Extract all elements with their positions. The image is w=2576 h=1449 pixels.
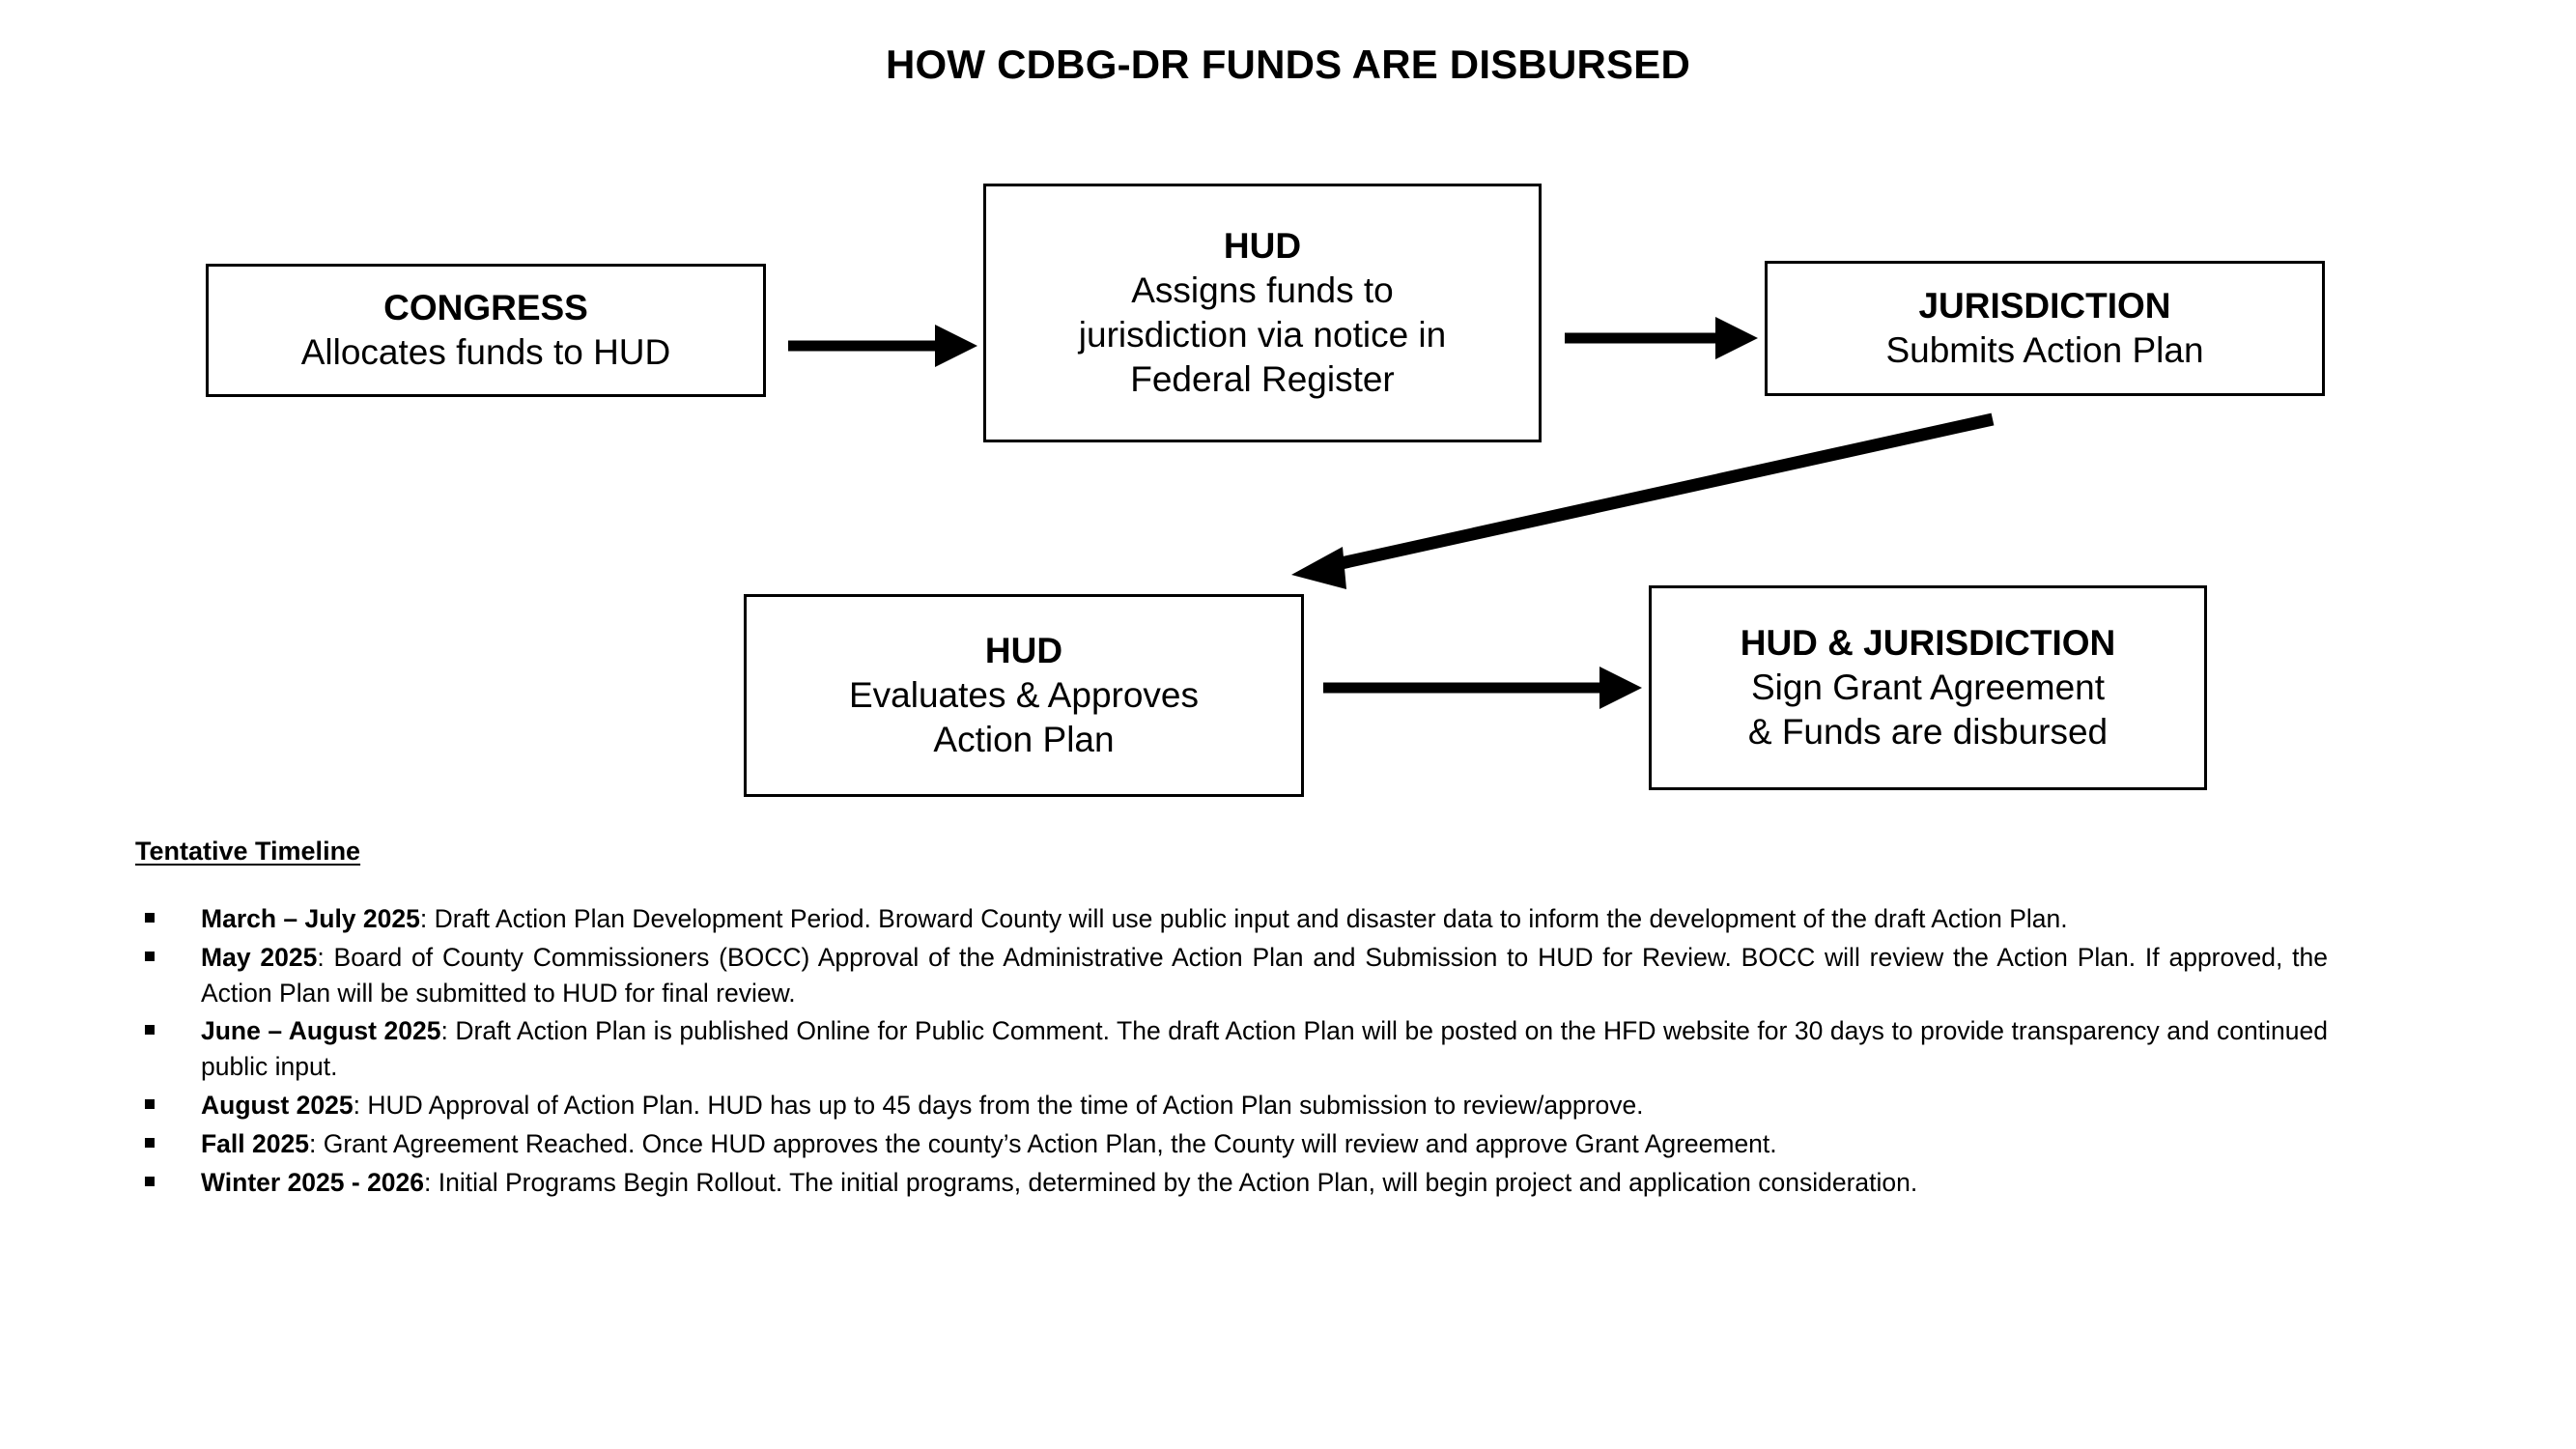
- bullet-square-icon: [145, 951, 155, 961]
- timeline-item-label: Winter 2025 - 2026: [201, 1167, 425, 1197]
- timeline-item: March – July 2025: Draft Action Plan Dev…: [135, 901, 2328, 937]
- flow-box-hud-evaluates: HUD Evaluates & Approves Action Plan: [744, 594, 1304, 797]
- timeline-heading: Tentative Timeline: [135, 837, 361, 866]
- flow-box-hud-and-jurisdiction-heading: HUD & JURISDICTION: [1740, 623, 2116, 664]
- timeline-item: May 2025: Board of County Commissioners …: [135, 940, 2328, 1011]
- timeline-list: March – July 2025: Draft Action Plan Dev…: [135, 901, 2328, 1201]
- flow-box-hud-assigns: HUD Assigns funds to jurisdiction via no…: [983, 184, 1542, 442]
- tentative-timeline-section: Tentative Timeline March – July 2025: Dr…: [135, 837, 2328, 1204]
- bullet-square-icon: [145, 913, 155, 923]
- bullet-square-icon: [145, 1137, 155, 1148]
- flow-box-hud-evaluates-line-2: Action Plan: [933, 719, 1115, 759]
- timeline-item-separator: :: [308, 1128, 324, 1158]
- timeline-item-text: Draft Action Plan is published Online fo…: [201, 1016, 2328, 1082]
- timeline-item-separator: :: [424, 1167, 439, 1197]
- timeline-item-separator: :: [353, 1091, 368, 1121]
- timeline-item: August 2025: HUD Approval of Action Plan…: [135, 1088, 2328, 1123]
- timeline-item-separator: :: [419, 904, 435, 933]
- timeline-item-text: HUD Approval of Action Plan. HUD has up …: [367, 1091, 1644, 1121]
- flow-box-hud-and-jurisdiction-line-1: Sign Grant Agreement: [1750, 668, 2106, 708]
- flow-box-hud-assigns-line-3: Federal Register: [1130, 358, 1395, 399]
- timeline-item-text: Grant Agreement Reached. Once HUD approv…: [323, 1128, 1777, 1158]
- timeline-item-label: Fall 2025: [201, 1128, 309, 1158]
- flow-box-hud-evaluates-line-1: Evaluates & Approves: [849, 675, 1199, 716]
- timeline-item-text: Board of County Commissioners (BOCC) App…: [201, 942, 2328, 1008]
- timeline-item-text: Draft Action Plan Development Period. Br…: [434, 904, 2068, 933]
- flow-box-hud-assigns-heading: HUD: [1223, 226, 1302, 267]
- flow-box-congress-heading: CONGRESS: [383, 288, 588, 328]
- flow-box-jurisdiction-heading: JURISDICTION: [1918, 286, 2171, 327]
- bullet-square-icon: [145, 1099, 155, 1110]
- timeline-item: Fall 2025: Grant Agreement Reached. Once…: [135, 1126, 2328, 1162]
- bullet-square-icon: [145, 1025, 155, 1036]
- timeline-item-separator: :: [317, 942, 334, 972]
- timeline-item: June – August 2025: Draft Action Plan is…: [135, 1013, 2328, 1085]
- flowchart: CONGRESS Allocates funds to HUD HUD Assi…: [206, 184, 2325, 797]
- timeline-item-text: Initial Programs Begin Rollout. The init…: [438, 1167, 1918, 1197]
- bullet-square-icon: [145, 1176, 155, 1186]
- flow-box-hud-assigns-line-2: jurisdiction via notice in: [1078, 315, 1447, 355]
- flow-box-hud-and-jurisdiction: HUD & JURISDICTION Sign Grant Agreement …: [1649, 585, 2207, 790]
- timeline-item-label: June – August 2025: [201, 1016, 441, 1046]
- flow-box-congress-line-1: Allocates funds to HUD: [300, 332, 671, 372]
- timeline-item: Winter 2025 - 2026: Initial Programs Beg…: [135, 1165, 2328, 1201]
- flow-box-congress: CONGRESS Allocates funds to HUD: [206, 264, 766, 397]
- timeline-item-label: August 2025: [201, 1091, 354, 1121]
- flow-box-hud-and-jurisdiction-line-2: & Funds are disbursed: [1747, 711, 2109, 752]
- page-title: HOW CDBG-DR FUNDS ARE DISBURSED: [886, 42, 1690, 87]
- flow-box-hud-assigns-line-1: Assigns funds to: [1131, 270, 1394, 311]
- flow-box-hud-evaluates-heading: HUD: [984, 631, 1063, 671]
- timeline-item-label: March – July 2025: [201, 904, 420, 933]
- timeline-item-label: May 2025: [201, 942, 318, 972]
- flow-box-jurisdiction: JURISDICTION Submits Action Plan: [1765, 261, 2325, 396]
- flow-box-jurisdiction-line-1: Submits Action Plan: [1885, 330, 2204, 370]
- timeline-item-separator: :: [440, 1016, 456, 1046]
